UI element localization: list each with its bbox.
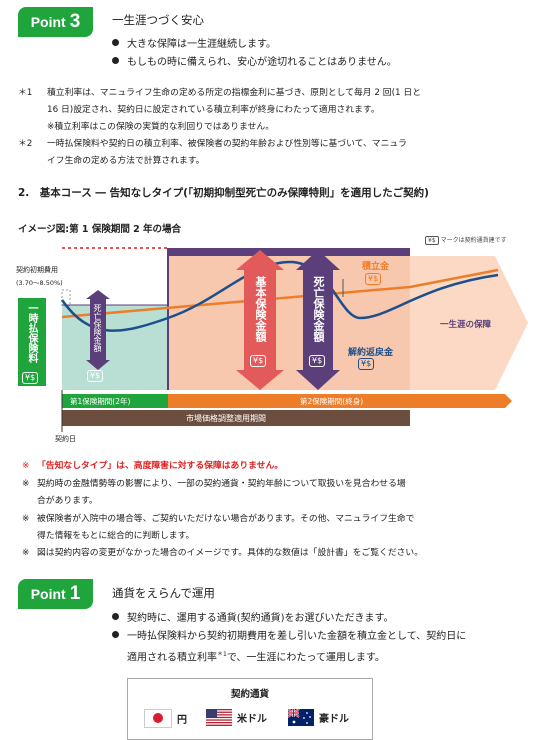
warning-4-line-1: 図は契約内容の変更がなかった場合のイメージです。具体的な数値は「設計書」をご覧く…	[37, 548, 424, 558]
point3-bullet-2: もしもの時に備えられ、安心が途切れることはありません。	[112, 55, 397, 70]
point3-badge: Point 3	[18, 7, 93, 37]
currency-box: 契約通貨 円 米ドル 豪ドル	[127, 678, 373, 740]
note-1-line-2: 16 日)設定され、契約日に設定されている積立利率が終身にわたって適用されます。	[47, 105, 380, 115]
reserve-line	[61, 268, 499, 319]
point1-bullet-2: 一時払保険料から契約初期費用を差し引いた金額を積立金として、契約日に	[112, 629, 466, 644]
legend-currency-chip: ¥$	[425, 236, 439, 245]
period1-bar	[62, 394, 168, 408]
refund-label: 解約返戻金	[348, 348, 394, 358]
death-benefit-arrow	[296, 250, 340, 390]
reserve-label: 積立金	[362, 262, 390, 272]
bullet-dot	[112, 613, 119, 620]
warning-2-mark: ※	[22, 479, 30, 489]
warning-3-line-1: 被保険者が入院中の場合等、ご契約いただけない場合があります。その他、マニュライフ…	[37, 514, 415, 524]
death-benefit-band	[168, 248, 410, 256]
point1-bullet-1: 契約時に、運用する通貨(契約通貨)をお選びいただきます。	[112, 611, 394, 626]
warning-2-line-2: 合があります。	[37, 496, 98, 506]
refund-currency-chip: ¥$	[358, 358, 375, 370]
warning-1-text: 「告知なしタイプ」は、高度障害に対する保障はありません。	[37, 461, 284, 471]
period1-label: 第1保険期間(2年)	[70, 397, 131, 406]
warning-4-mark: ※	[22, 548, 30, 558]
us-flag-icon	[206, 709, 232, 726]
note-2-mark: ＊2	[18, 139, 33, 149]
legend-text: マークは契約通貨建です	[440, 237, 507, 244]
bullet-dot	[112, 631, 119, 638]
australia-flag-icon	[288, 709, 314, 726]
contract-day-label: 契約日	[55, 435, 76, 443]
reserve-currency-chip: ¥$	[365, 273, 382, 285]
point3-title: 一生涯つづく安心	[112, 13, 204, 27]
point1-badge: Point 1	[18, 579, 93, 609]
basic-benefit-currency-chip: ¥$	[250, 355, 267, 367]
point1-number: 1	[69, 583, 81, 604]
premium-label: 一時払保険料	[26, 303, 37, 363]
currency-box-title: 契約通貨	[230, 689, 269, 700]
footnote-ref: ＊1	[217, 651, 227, 658]
period2-label: 第2保険期間(終身)	[300, 397, 364, 406]
basic-benefit-arrow	[236, 250, 284, 390]
currency-option-aud: 豪ドル	[288, 709, 349, 726]
death-benefit-label: 死亡保険金額	[312, 276, 325, 342]
period1-currency-chip: ¥$	[87, 370, 104, 382]
currency-label: 豪ドル	[319, 714, 349, 725]
refund-curve	[60, 260, 499, 332]
mva-period-label: 市場価格調整適用期間	[186, 414, 266, 423]
image-title: イメージ図:第 1 保険期間 2 年の場合	[18, 224, 182, 235]
point3-word: Point	[30, 14, 66, 30]
point1-bullet-2-cont: 適用される積立利率＊1で、一生涯にわたって運用します。	[127, 651, 385, 664]
point1-word: Point	[30, 586, 66, 602]
point3-number: 3	[69, 11, 81, 32]
period2-bar	[168, 394, 512, 408]
warning-1-mark: ※	[22, 461, 30, 471]
currency-option-usd: 米ドル	[206, 709, 267, 726]
initial-fee-range: (3.70～8.50%)	[16, 279, 63, 287]
note-2-line-2: イフ生命の定める方法で計算されます。	[47, 156, 205, 166]
benefit-diagram	[18, 247, 528, 432]
death-benefit-currency-chip: ¥$	[309, 355, 326, 367]
point1-title: 通貨をえらんで運用	[112, 586, 215, 600]
mva-bar	[62, 410, 410, 426]
note-2-line-1: 一時払保険料や契約日の積立利率、被保険者の契約年齢および性別等に基づいて、マニュ…	[47, 139, 407, 149]
section-title: 2. 基本コース ― 告知なしタイプ(「初期抑制型死亡のみ保障特則」を適用したご…	[18, 187, 429, 199]
note-1-line-3: ※積立利率はこの保険の実質的な利回りではありません。	[47, 122, 275, 132]
premium-bar	[18, 298, 46, 386]
warning-2-line-1: 契約時の金融情勢等の影響により、一部の契約通貨・契約年齢について取扱いを見合わせ…	[37, 479, 406, 489]
legend: ¥$ マークは契約通貨建です	[425, 235, 507, 245]
period1-death-arrow	[86, 290, 110, 370]
premium-currency-chip: ¥$	[22, 372, 39, 384]
note-1-line-1: 積立利率は、マニュライフ生命の定める所定の指標金利に基づき、原則として毎月 2 …	[47, 88, 422, 98]
point3-bullet-1: 大きな保障は一生涯継続します。	[112, 37, 276, 52]
warning-3-mark: ※	[22, 514, 30, 524]
basic-benefit-label: 基本保険金額	[254, 276, 267, 342]
lifetime-coverage-label: 一生涯の保障	[440, 320, 492, 330]
currency-label: 円	[177, 715, 187, 726]
initial-fee-label: 契約初期費用	[16, 266, 58, 274]
bullet-dot	[112, 57, 119, 64]
currency-label: 米ドル	[237, 714, 267, 725]
bullet-dot	[112, 39, 119, 46]
period1-death-label: 死亡保険金額	[93, 304, 102, 352]
warning-3-line-2: 得た情報をもとに総合的に判断します。	[37, 531, 195, 541]
japan-flag-icon	[144, 709, 172, 728]
note-1-mark: ＊1	[18, 88, 33, 98]
currency-option-jpy: 円	[144, 709, 187, 728]
